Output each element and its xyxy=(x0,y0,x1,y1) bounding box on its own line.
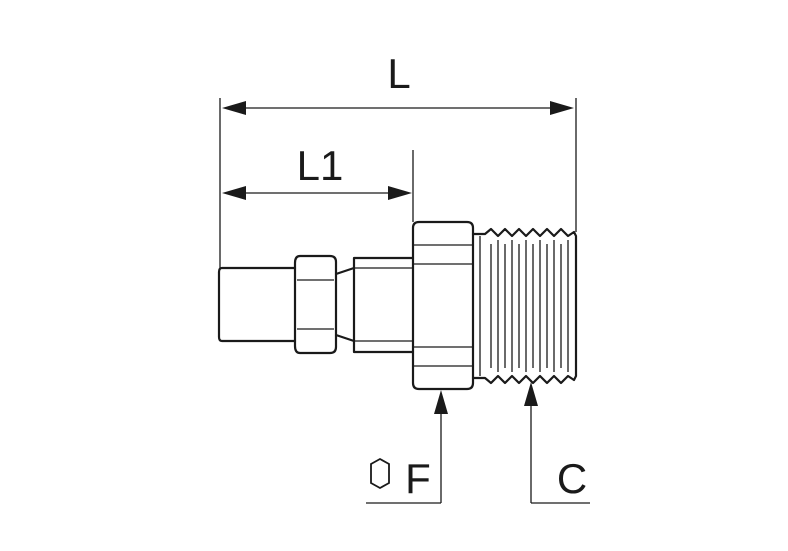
dimension-l1: L1 xyxy=(222,142,414,222)
dimension-l: L xyxy=(219,50,577,268)
body-cylinder xyxy=(352,256,415,354)
dimension-l-label: L xyxy=(387,50,410,97)
locking-collar xyxy=(293,254,356,355)
hex-nut xyxy=(411,220,475,391)
plug-nose xyxy=(217,266,297,343)
threaded-end xyxy=(471,227,578,385)
leader-c: C xyxy=(524,382,590,504)
leader-f: F xyxy=(366,390,448,504)
hexagon-icon xyxy=(370,457,390,490)
dimension-l1-label: L1 xyxy=(297,142,344,189)
thread-label: C xyxy=(557,455,587,502)
hex-size-label: F xyxy=(405,455,431,502)
